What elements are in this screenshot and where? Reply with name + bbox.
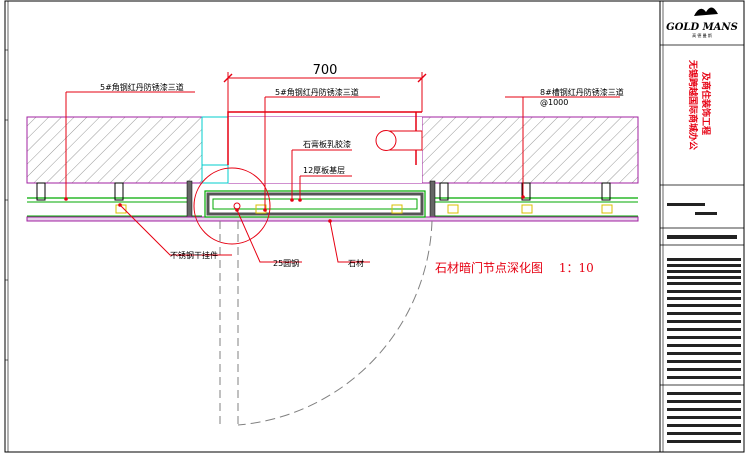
drawing-scale: 1：10 [559, 261, 594, 275]
margin-marks [5, 49, 8, 361]
pipe [375, 130, 423, 151]
project-name-line1: 无锡跨越国际商城办公 [687, 59, 699, 150]
drawing-title-text: 石材暗门节点深化图 [435, 260, 543, 275]
title-block-fields [667, 203, 741, 443]
project-name-line2: 及商住装饰工程 [700, 72, 712, 135]
steel-frame-right [429, 180, 638, 221]
pivot-highlight [193, 167, 271, 245]
brand-name: GOLD MANS [666, 22, 738, 33]
label-stone-glue: 石膏板乳胶漆 [303, 139, 351, 149]
company-logo: GOLD MANS 高 德 曼 斯 [666, 7, 738, 38]
label-base-layer: 12厚板基层 [303, 165, 345, 175]
concrete-wall-left [26, 116, 203, 184]
drawing-title: 石材暗门节点深化图 1：10 [435, 260, 594, 275]
label-angle-steel-center: 5#角钢红丹防锈漆三道 [275, 87, 359, 97]
label-stainless-fitting: 不锈钢干挂件 [170, 250, 218, 260]
dimension-value: 700 [313, 63, 338, 78]
label-spacing-right: @1000 [540, 98, 568, 107]
dimension-line: 700 [223, 63, 427, 112]
steel-frame-left [27, 180, 202, 221]
leader-lines [65, 91, 620, 263]
stone-finish [26, 216, 639, 222]
concrete-wall-right [421, 116, 639, 184]
label-angle-steel-right: 8#槽钢红丹防锈漆三道 [540, 87, 624, 97]
label-angle-steel-left: 5#角钢红丹防锈漆三道 [100, 82, 184, 92]
brand-sub: 高 德 曼 斯 [692, 32, 712, 38]
title-block: GOLD MANS 高 德 曼 斯 无锡跨越国际商城办公 及商住装饰工程 [659, 0, 745, 453]
hidden-door-leaf [204, 190, 426, 218]
drawing-frame [4, 0, 745, 453]
door-swing [219, 220, 433, 426]
label-stone: 石材 [348, 258, 364, 268]
label-round-steel: 25圆钢 [273, 258, 299, 268]
